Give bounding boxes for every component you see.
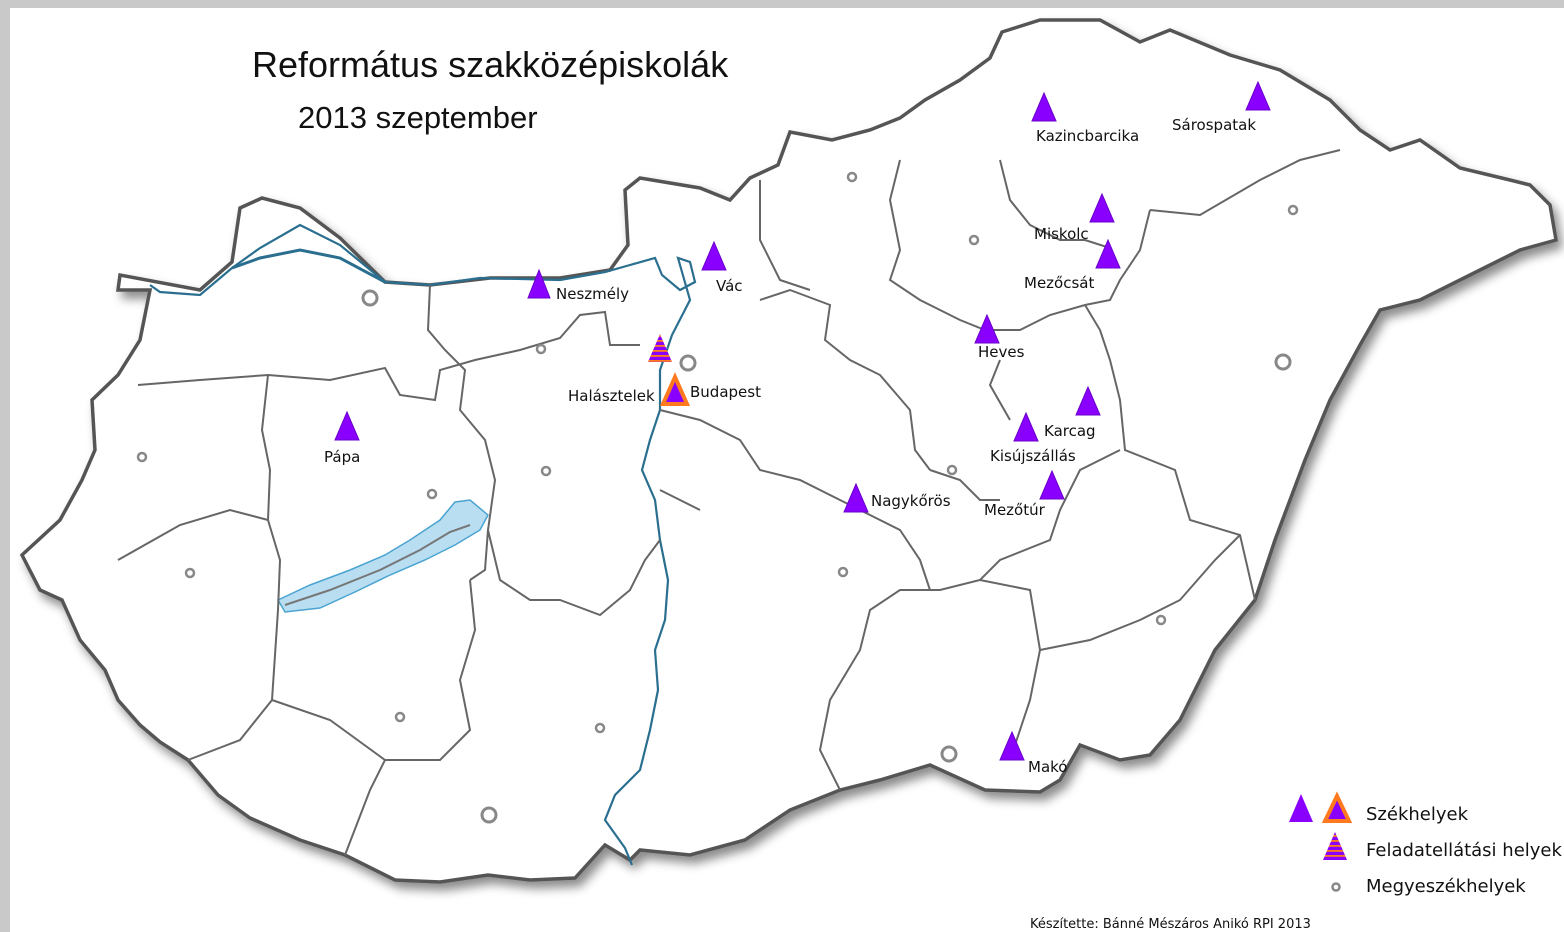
city-label-sarospatak: Sárospatak	[1172, 116, 1256, 134]
legend-county-seat-icon	[1331, 882, 1341, 892]
legend-label-seats: Székhelyek	[1366, 804, 1469, 825]
county-borders	[117, 149, 1341, 856]
city-label-budapest: Budapest	[690, 383, 761, 401]
school-seat-markers	[334, 80, 1271, 761]
legend-seat-icon	[1289, 794, 1313, 822]
city-label-halasztelek: Halásztelek	[568, 387, 655, 405]
city-label-kisujszallas: Kisújszállás	[990, 447, 1076, 465]
legend-seat-outlined-icon	[1321, 791, 1353, 823]
legend-label-sites: Feladatellátási helyek	[1366, 840, 1562, 861]
city-label-neszmely: Neszmély	[556, 285, 629, 303]
credit-text: Készítette: Bánné Mészáros Anikó RPI 201…	[1030, 917, 1311, 932]
city-label-karcag: Karcag	[1044, 422, 1096, 440]
budapest-seat-marker	[659, 372, 691, 406]
city-label-mezotur: Mezőtúr	[984, 501, 1046, 519]
lake-balaton	[276, 499, 489, 613]
city-label-heves: Heves	[978, 343, 1025, 361]
county-seat-markers	[136, 171, 1299, 734]
city-label-vac: Vác	[716, 277, 743, 295]
city-label-nagykoros: Nagykőrös	[871, 492, 951, 510]
map-subtitle: 2013 szeptember	[298, 100, 538, 135]
city-label-mako: Makó	[1028, 758, 1067, 776]
hungary-outline	[19, 18, 1558, 884]
city-label-miskolc: Miskolc	[1034, 225, 1089, 243]
halasztelek-site-marker	[648, 334, 672, 362]
legend: Székhelyek Feladatellátási helyek Megyes…	[1289, 791, 1562, 897]
county-seat-markers-large	[361, 289, 1292, 824]
city-label-kazincbarcika: Kazincbarcika	[1036, 127, 1139, 145]
city-label-papa: Pápa	[324, 448, 360, 466]
map-title: Református szakközépiskolák	[252, 44, 729, 85]
city-label-mezocsat: Mezőcsát	[1024, 274, 1094, 292]
legend-label-county-seats: Megyeszékhelyek	[1366, 876, 1526, 897]
legend-site-icon	[1323, 832, 1347, 860]
danube-river	[149, 223, 697, 866]
